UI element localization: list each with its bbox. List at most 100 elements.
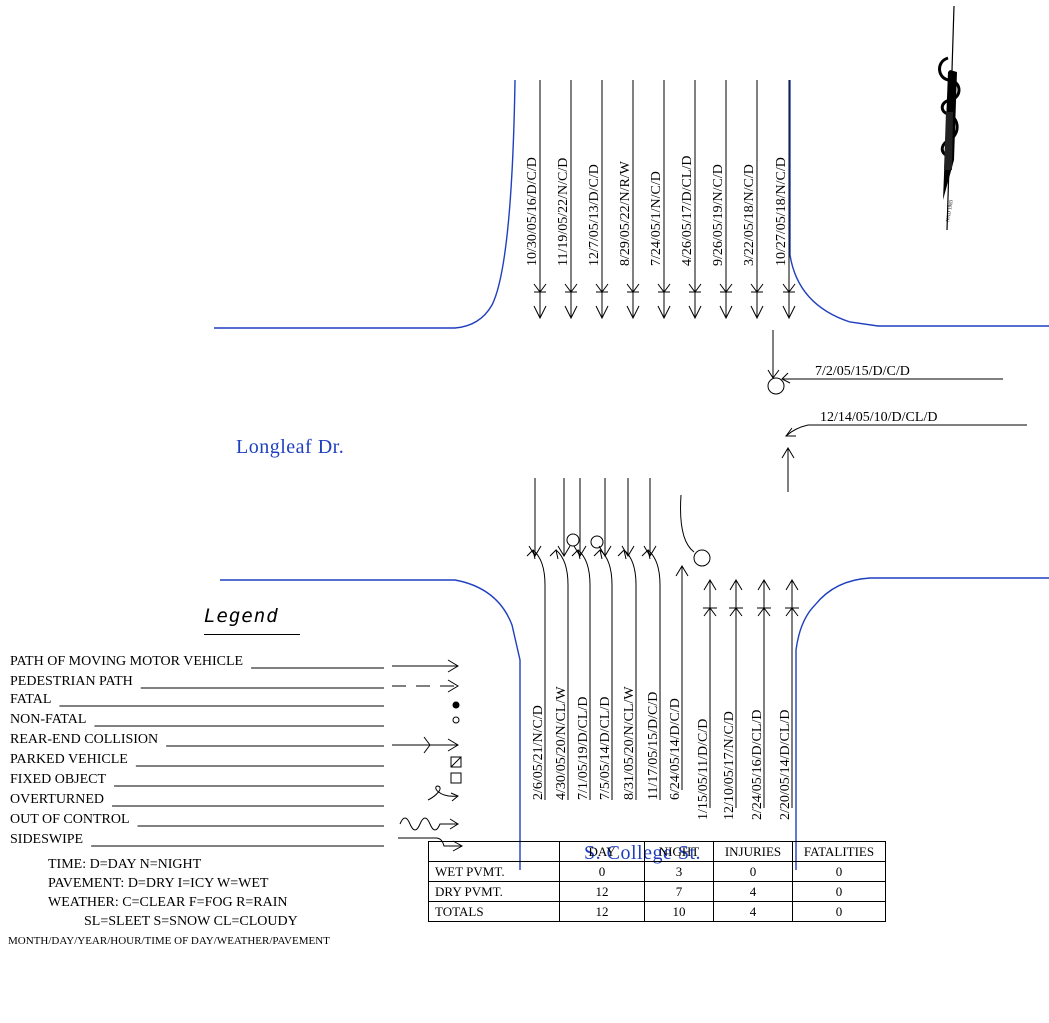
collision-path: 6/24/05/14/D/C/D — [668, 565, 689, 800]
collision-code: 10/30/05/16/D/C/D — [525, 157, 540, 266]
collision-path: 2/20/05/14/D/CL/D — [778, 579, 799, 820]
southbound-path — [573, 478, 587, 557]
legend-item: REAR-END COLLISION — [10, 732, 158, 748]
collision-code: 2/20/05/14/D/CL/D — [778, 710, 793, 820]
cell-injuries: 4 — [713, 901, 793, 922]
collision-path: 12/7/05/13/D/C/D — [587, 80, 609, 320]
southbound-path — [621, 478, 635, 557]
cell-injuries: 0 — [713, 861, 793, 882]
collision-code: 1/15/05/11/D/C/D — [696, 719, 711, 820]
collision-code: 12/7/05/13/D/C/D — [587, 164, 602, 266]
curb-southeast — [795, 577, 1049, 870]
cell-night: 10 — [644, 901, 714, 922]
legend-item: PEDESTRIAN PATH — [10, 674, 133, 690]
collision-code: 12/10/05/17/N/C/D — [722, 711, 737, 820]
southbound-path — [643, 478, 657, 557]
collision-code: 8/29/05/22/N/R/W — [618, 160, 633, 266]
legend-item-label: PEDESTRIAN PATH — [10, 674, 133, 689]
collision-path: 12/10/05/17/N/C/D — [722, 579, 743, 820]
collision-path: 7/5/05/14/D/CL/D — [593, 549, 613, 800]
collision-path: 2/6/05/21/N/C/D — [526, 549, 546, 800]
cell-night: 3 — [644, 861, 714, 882]
legend-item-label: PARKED VEHICLE — [10, 752, 128, 767]
summary-header-fatalities: FATALITIES — [792, 841, 886, 862]
collision-path: 8/31/05/20/N/CL/W — [617, 549, 637, 800]
wavy-arrow-icon — [399, 817, 458, 831]
curb-northwest — [214, 79, 516, 329]
legend-item-label: OVERTURNED — [10, 792, 105, 807]
curb-southwest — [220, 579, 521, 870]
collision-code: 11/19/05/22/N/C/D — [556, 158, 571, 266]
rear-end-arrow-icon — [392, 736, 459, 754]
legend-item: OVERTURNED — [10, 792, 104, 808]
east-approach-paths: 7/2/05/15/D/C/D 12/14/05/10/D/CL/D — [767, 330, 1027, 492]
code-pavement: PAVEMENT: D=DRY I=ICY W=WET — [48, 876, 269, 891]
collision-path: 4/30/05/20/N/CL/W — [549, 549, 569, 800]
table-row: DRY PVMT. 12 7 4 0 — [428, 881, 886, 902]
table-row: WET PVMT. 0 3 0 0 — [428, 861, 886, 882]
collision-code: 2/6/05/21/N/C/D — [531, 705, 546, 800]
collision-path: 7/24/05/1/N/C/D — [649, 80, 671, 320]
cell-fatalities: 0 — [792, 901, 886, 922]
southbound-path — [528, 478, 542, 557]
legend-item-label: NON-FATAL — [10, 712, 87, 727]
collision-code: 8/31/05/20/N/CL/W — [622, 686, 637, 800]
summary-header-day: DAY — [559, 841, 645, 862]
summary-corner — [428, 841, 560, 862]
dashed-arrow-icon — [392, 679, 459, 693]
table-row: TOTALS 12 10 4 0 — [428, 901, 886, 922]
loop-arrow-icon — [427, 785, 459, 801]
filled-dot-icon — [452, 701, 460, 709]
collision-code: 3/22/05/18/N/C/D — [742, 164, 757, 266]
curb-lines — [214, 79, 1049, 870]
collision-code: 9/26/05/19/N/C/D — [711, 164, 726, 266]
collision-path: 1/15/05/11/D/C/D — [696, 579, 717, 820]
collision-path: 8/29/05/22/N/R/W — [618, 80, 640, 320]
collision-path: 11/19/05/22/N/C/D — [556, 80, 578, 320]
collision-path: 7/2/05/15/D/C/D — [767, 330, 1003, 395]
southbound-path — [557, 478, 571, 557]
legend-item: SIDESWIPE — [10, 832, 83, 848]
row-label: DRY PVMT. — [428, 881, 560, 902]
collision-path: 12/14/05/10/D/CL/D — [781, 410, 1027, 492]
legend-item: PARKED VEHICLE — [10, 752, 128, 768]
legend-item: NON-FATAL — [10, 712, 86, 728]
curb-northeast — [789, 80, 1049, 327]
collision-code: 2/24/05/16/D/CL/D — [750, 710, 765, 820]
non-fatal-circle — [693, 549, 711, 567]
collision-code: 4/26/05/17/D/CL/D — [680, 156, 695, 266]
legend-title-underline — [204, 634, 300, 635]
southbound-path — [598, 478, 612, 557]
non-fatal-circle — [590, 535, 604, 549]
collision-path: 2/24/05/16/D/CL/D — [750, 579, 771, 820]
collision-path: 7/1/05/19/D/CL/D — [571, 549, 591, 800]
collision-code: 10/27/05/18/N/C/D — [774, 157, 789, 266]
row-label: WET PVMT. — [428, 861, 560, 882]
cell-day: 12 — [559, 901, 645, 922]
code-format-note: MONTH/DAY/YEAR/HOUR/TIME OF DAY/WEATHER/… — [8, 935, 330, 947]
cell-fatalities: 0 — [792, 861, 886, 882]
code-time: TIME: D=DAY N=NIGHT — [48, 857, 202, 872]
collision-path: 10/27/05/18/N/C/D — [774, 80, 796, 320]
summary-header-night: NIGHT — [644, 841, 714, 862]
cell-day: 12 — [559, 881, 645, 902]
collision-code: 7/5/05/14/D/CL/D — [598, 697, 613, 800]
road-label-longleaf: Longleaf Dr. — [236, 436, 345, 458]
collision-code: 7/2/05/15/D/C/D — [815, 364, 910, 379]
open-circle-icon — [452, 716, 460, 724]
collision-code: 4/30/05/20/N/CL/W — [554, 686, 569, 800]
summary-header-injuries: INJURIES — [713, 841, 793, 862]
cell-night: 7 — [644, 881, 714, 902]
cell-injuries: 4 — [713, 881, 793, 902]
north-arrow-icon: NAD 1983 — [938, 5, 961, 231]
collision-path: 4/26/05/17/D/CL/D — [680, 80, 702, 320]
collision-code: 6/24/05/14/D/C/D — [668, 698, 683, 800]
legend-item-label: OUT OF CONTROL — [10, 812, 130, 827]
legend-item: PATH OF MOVING MOTOR VEHICLE — [10, 654, 243, 670]
cell-day: 0 — [559, 861, 645, 882]
collision-code: 7/24/05/1/N/C/D — [649, 171, 664, 266]
row-label: TOTALS — [428, 901, 560, 922]
legend-item-label: FIXED OBJECT — [10, 772, 107, 787]
